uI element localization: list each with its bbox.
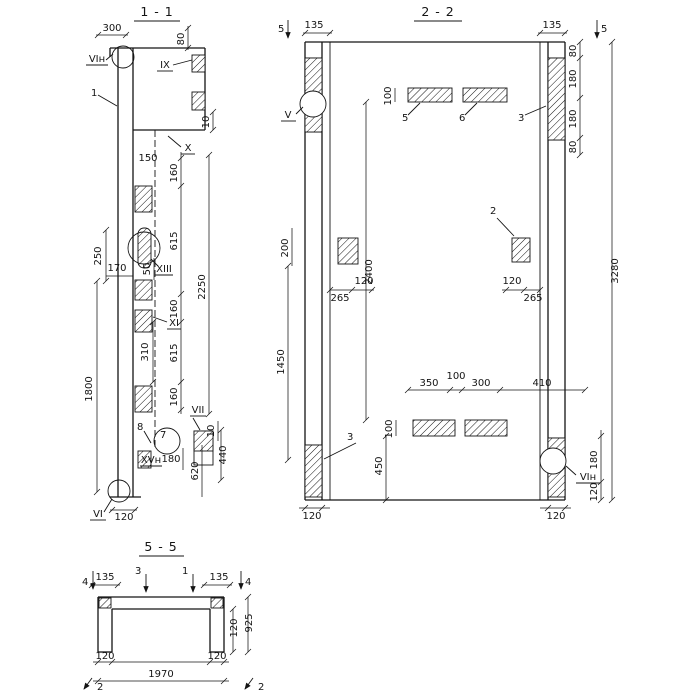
dim-310: 310 (140, 342, 151, 361)
section-2-2-title: 2 - 2 (421, 4, 454, 19)
weld-label-ix: IX (160, 60, 170, 71)
dim-135-left5: 135 (95, 572, 114, 583)
dim-120-baseright: 120 (546, 511, 565, 522)
section-1-1-designators: VIн IX X XIII XI VII XVн VI (86, 53, 206, 521)
dim-135-right5: 135 (209, 572, 228, 583)
weld-label-vin: VIн (89, 54, 105, 65)
dim-620: 620 (190, 461, 201, 480)
dim-120-bottomright: 120 (589, 482, 600, 501)
dim-150: 150 (138, 153, 157, 164)
dim-10-bottom: 10 (206, 425, 217, 438)
section-5-5-cut-marks: 4 3 1 4 2 2 (82, 566, 264, 693)
cut-mark-5-right: 5 (601, 24, 607, 35)
part-label-7: 7 (160, 430, 166, 441)
dim-615-b: 615 (169, 343, 180, 362)
dim-300: 300 (102, 23, 121, 34)
dim-120-midleft: 120 (354, 276, 373, 287)
dim-120-midright: 120 (502, 276, 521, 287)
section-2-2-designators: V VIн (281, 106, 600, 484)
dim-120-right5: 120 (229, 618, 240, 637)
weld-label-vi: VI (93, 509, 103, 520)
cut-mark-4-left: 4 (82, 577, 88, 588)
dim-135-left: 135 (304, 20, 323, 31)
part-label-2: 2 (490, 206, 496, 217)
weld-label-v: V (285, 110, 292, 121)
dim-100-chain: 100 (446, 371, 465, 382)
cut-mark-1: 1 (182, 566, 188, 577)
part-label-1: 1 (91, 88, 97, 99)
section-2-2-rib-hatch (299, 57, 567, 498)
dim-80-t2: 80 (568, 141, 579, 154)
section-5-5-dimensions: 135 135 120 925 120 120 1970 (88, 572, 255, 685)
section-1-1-embedded-plates (134, 54, 214, 469)
dim-135-right: 135 (542, 20, 561, 31)
cut-mark-2-right: 2 (258, 682, 264, 693)
dim-1450: 1450 (276, 349, 287, 374)
part-label-3-bottom: 3 (347, 432, 353, 443)
dim-160-c: 160 (169, 387, 180, 406)
part-label-8: 8 (137, 422, 143, 433)
dim-160-a: 160 (169, 163, 180, 182)
dim-2250: 2250 (197, 274, 208, 299)
cut-mark-4-right: 4 (245, 577, 251, 588)
cut-mark-3: 3 (135, 566, 141, 577)
section-2-2-embedded-plates (337, 87, 531, 437)
dim-170: 170 (107, 263, 126, 274)
dim-120-br5: 120 (207, 651, 226, 662)
dim-265-right: 265 (523, 293, 542, 304)
section-5-5-title: 5 - 5 (144, 539, 177, 554)
dim-100-bottom: 100 (384, 419, 395, 438)
dim-180: 180 (161, 454, 180, 465)
dim-450: 450 (374, 456, 385, 475)
section-1-1-title: 1 - 1 (140, 4, 173, 19)
dim-440: 440 (218, 445, 229, 464)
cut-mark-2-left: 2 (97, 682, 103, 693)
section-5-5-outline (97, 596, 225, 653)
section-2-2-cut-marks: 5 5 (278, 20, 607, 39)
dim-80: 80 (176, 33, 187, 46)
dim-160-b: 160 (169, 299, 180, 318)
dim-1800: 1800 (84, 376, 95, 401)
weld-label-xi: XI (169, 318, 179, 329)
dim-925: 925 (244, 613, 255, 632)
dim-615-a: 615 (169, 231, 180, 250)
dim-410: 410 (532, 378, 551, 389)
dim-100-top: 100 (383, 86, 394, 105)
dim-120-baseleft: 120 (302, 511, 321, 522)
dim-120-bl5: 120 (95, 651, 114, 662)
dim-200: 200 (280, 238, 291, 257)
dim-3280: 3280 (610, 258, 621, 283)
section-1-1-part-labels: 1 8 7 (91, 88, 166, 444)
dim-250: 250 (93, 246, 104, 265)
section-2-2-dimensions: 135 135 80 180 180 80 100 3280 2400 200 … (276, 20, 621, 522)
dim-180-t2: 180 (568, 109, 579, 128)
section-1-1-detail-circles (107, 45, 181, 503)
dim-10-top: 10 (201, 116, 212, 129)
section-1-1-dimensions: 300 80 10 150 160 615 160 615 160 2250 2… (84, 23, 229, 523)
weld-label-xvn: XVн (141, 455, 161, 466)
dim-120: 120 (114, 512, 133, 523)
dim-50: 50 (142, 263, 153, 276)
section-2-2: 2 - 2 5 5 V (276, 4, 621, 522)
section-2-2-part-labels: 5 6 3 2 3 (323, 102, 547, 460)
weld-label-vin-2: VIн (580, 472, 596, 483)
dim-180-bottomright: 180 (589, 450, 600, 469)
dim-2400: 2400 (364, 259, 375, 284)
dim-80-t1: 80 (568, 45, 579, 58)
dim-350: 350 (419, 378, 438, 389)
weld-label-xiii: XIII (156, 264, 172, 275)
dim-265-left: 265 (330, 293, 349, 304)
dim-1970: 1970 (148, 669, 173, 680)
weld-label-vii: VII (192, 405, 205, 416)
dim-180-t1: 180 (568, 69, 579, 88)
part-label-3-top: 3 (518, 113, 524, 124)
part-label-6: 6 (459, 113, 465, 124)
weld-label-x: X (185, 143, 192, 154)
dim-300: 300 (471, 378, 490, 389)
cut-mark-5-left: 5 (278, 24, 284, 35)
section-5-5: 5 - 5 4 3 1 4 2 2 135 135 120 (82, 539, 264, 693)
section-1-1: 1 - 1 VIн IX X (84, 4, 229, 523)
part-label-5: 5 (402, 113, 408, 124)
